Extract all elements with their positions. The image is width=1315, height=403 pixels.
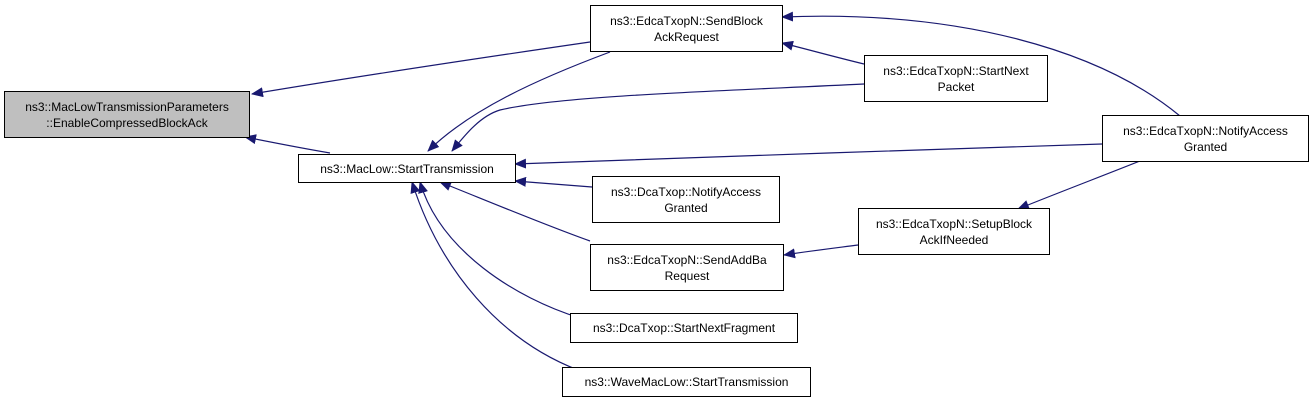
edge-startnextpacket-to-sendblockack [781, 40, 865, 65]
edge-edcanotify-to-sendblockack [781, 11, 1181, 117]
node-label-line1: ns3::EdcaTxopN::SetupBlock [875, 216, 1033, 231]
node-label-line1: ns3::WaveMacLow::StartTransmission [584, 375, 789, 389]
edge-dcanotify-to-maclowstart [514, 176, 593, 188]
edge-dcanextfragment-to-maclowstart [418, 181, 581, 319]
edge-sendblockack-to-enablecompressed [251, 41, 591, 98]
node-label-line2: Granted [664, 200, 708, 215]
node-enable-compressed-block-ack: ns3::MacLowTransmissionParameters ::Enab… [4, 91, 250, 138]
node-label-line1: ns3::MacLowTransmissionParameters [25, 99, 229, 114]
node-label-line2: ::EnableCompressedBlockAck [46, 115, 208, 130]
node-edca-notify-access-granted[interactable]: ns3::EdcaTxopN::NotifyAccess Granted [1102, 115, 1309, 162]
node-wave-maclow-start-transmission[interactable]: ns3::WaveMacLow::StartTransmission [562, 367, 811, 397]
node-label-line1: ns3::EdcaTxopN::StartNext [883, 63, 1029, 78]
node-label-line2: Request [664, 268, 710, 283]
node-edca-start-next-packet[interactable]: ns3::EdcaTxopN::StartNext Packet [864, 55, 1048, 102]
edge-sendaddba-to-maclowstart [439, 181, 591, 242]
node-label-line1: ns3::MacLow::StartTransmission [320, 161, 494, 176]
node-label-line2: Packet [937, 79, 975, 94]
node-edca-send-addba-request[interactable]: ns3::EdcaTxopN::SendAddBa Request [590, 244, 784, 291]
node-label-line2: AckRequest [654, 29, 719, 44]
edge-setupblock-to-sendaddba [783, 244, 859, 259]
node-dca-notify-access-granted[interactable]: ns3::DcaTxop::NotifyAccess Granted [592, 176, 780, 223]
node-label-line1: ns3::DcaTxop::NotifyAccess [610, 184, 762, 199]
node-dca-start-next-fragment[interactable]: ns3::DcaTxop::StartNextFragment [570, 313, 798, 343]
edge-edcanotify-to-maclowstart [514, 143, 1103, 169]
edge-edcanotify-to-setupblock [1017, 158, 1146, 210]
node-label-line1: ns3::EdcaTxopN::SendBlock [610, 13, 763, 28]
node-edca-send-block-ack-request[interactable]: ns3::EdcaTxopN::SendBlock AckRequest [590, 5, 783, 52]
edge-maclowstart-to-enablecompressed [244, 134, 331, 154]
node-label-line1: ns3::EdcaTxopN::NotifyAccess [1123, 123, 1288, 138]
node-label-line1: ns3::EdcaTxopN::SendAddBa [607, 252, 767, 267]
node-label-line2: Granted [1183, 139, 1228, 154]
edge-startnextpacket-to-maclowstart [451, 83, 865, 152]
node-label-line1: ns3::DcaTxop::StartNextFragment [592, 321, 776, 335]
node-label-line2: AckIfNeeded [919, 232, 989, 247]
edge-wavestart-to-maclowstart [410, 181, 579, 371]
edge-sendblockack-to-maclowstart [427, 51, 611, 152]
node-maclow-start-transmission[interactable]: ns3::MacLow::StartTransmission [298, 154, 516, 183]
node-edca-setup-block-ack-if-needed[interactable]: ns3::EdcaTxopN::SetupBlock AckIfNeeded [858, 208, 1050, 255]
